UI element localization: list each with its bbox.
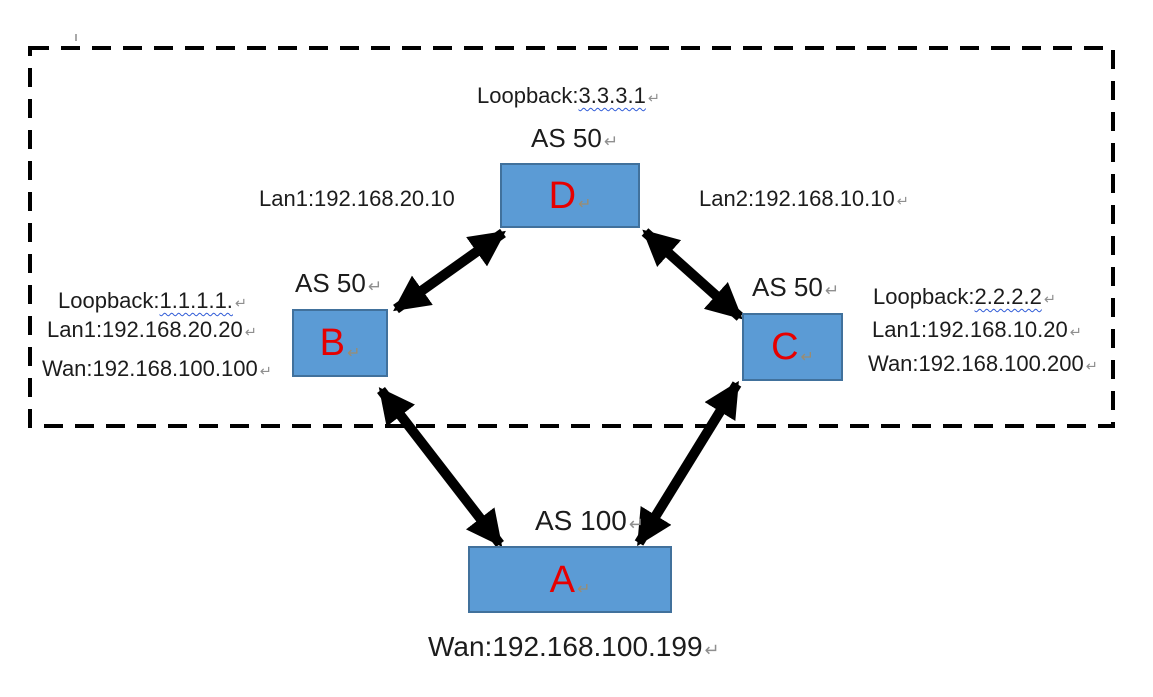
label-c-as: AS 50↵ — [752, 272, 839, 302]
paragraph-mark: ↵ — [1069, 325, 1082, 341]
node-b-letter: B — [319, 322, 345, 364]
paragraph-mark: ↵ — [1043, 292, 1056, 308]
label-c-loopback: Loopback:2.2.2.2↵ — [873, 284, 1056, 309]
as50-dashed-boundary — [28, 46, 1115, 428]
cursor-tick-mark — [75, 34, 77, 41]
node-a-letter: A — [549, 558, 575, 601]
link-c-a-arrow — [634, 380, 742, 547]
paragraph-mark: ↵ — [576, 581, 591, 598]
paragraph-mark: ↵ — [234, 296, 247, 312]
paragraph-mark: ↵ — [824, 281, 839, 300]
paragraph-mark: ↵ — [628, 514, 645, 534]
paragraph-mark: ↵ — [244, 325, 257, 341]
label-b-loopback-prefix: Loopback: — [58, 288, 160, 313]
paragraph-mark: ↵ — [704, 640, 720, 660]
label-d-loopback-prefix: Loopback: — [477, 83, 579, 108]
label-b-as: AS 50↵ — [295, 268, 382, 298]
paragraph-mark: ↵ — [259, 364, 272, 380]
paragraph-mark: ↵ — [346, 345, 361, 362]
label-b-wan: Wan:192.168.100.100↵ — [42, 356, 272, 381]
paragraph-mark: ↵ — [578, 196, 592, 213]
label-c-loopback-ip: 2.2.2.2 — [974, 284, 1042, 309]
label-a-as: AS 100↵ — [535, 505, 645, 536]
label-b-loopback: Loopback:1.1.1.1.↵ — [58, 288, 247, 313]
link-b-d-arrow — [393, 228, 506, 314]
label-d-loopback: Loopback:3.3.3.1↵ — [477, 83, 660, 108]
link-d-c-arrow — [641, 228, 744, 321]
label-d-loopback-ip: 3.3.3.1 — [578, 83, 646, 108]
label-c-loopback-prefix: Loopback: — [873, 284, 975, 309]
paragraph-mark: ↵ — [800, 349, 814, 366]
link-b-a-arrow — [377, 386, 504, 548]
node-b: B ↵ — [292, 309, 388, 377]
paragraph-mark: ↵ — [896, 194, 909, 210]
label-b-lan1: Lan1:192.168.20.20↵ — [47, 317, 257, 342]
paragraph-mark: ↵ — [367, 277, 382, 296]
node-d: D ↵ — [500, 163, 640, 228]
paragraph-mark: ↵ — [647, 91, 660, 107]
label-d-as: AS 50↵ — [531, 123, 618, 153]
label-b-loopback-ip: 1.1.1.1. — [159, 288, 233, 313]
label-c-lan1: Lan1:192.168.10.20↵ — [872, 317, 1082, 342]
label-d-lan1: Lan1:192.168.20.10 — [259, 186, 455, 211]
label-d-lan2: Lan2:192.168.10.10↵ — [699, 186, 909, 211]
node-d-letter: D — [548, 174, 577, 217]
paragraph-mark: ↵ — [1085, 359, 1098, 375]
label-c-wan: Wan:192.168.100.200↵ — [868, 351, 1098, 376]
label-a-wan: Wan:192.168.100.199↵ — [428, 631, 720, 662]
paragraph-mark: ↵ — [603, 132, 618, 151]
node-c: C ↵ — [742, 313, 843, 381]
node-a: A ↵ — [468, 546, 672, 613]
node-c-letter: C — [771, 326, 799, 368]
